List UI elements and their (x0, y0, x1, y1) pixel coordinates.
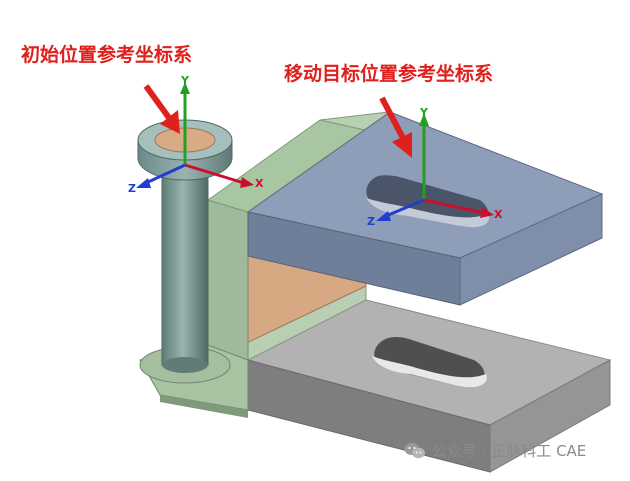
base-slot (372, 336, 487, 388)
initial-callout-arrow (143, 84, 175, 124)
watermark: 公众号 · 正脉科工 CAE (404, 440, 586, 461)
watermark-text: 公众号 · 正脉科工 CAE (432, 442, 587, 460)
initial-cs-callout: 初始位置参考坐标系 (21, 44, 193, 66)
initial-x-label: X (255, 177, 264, 190)
target-callout-arrow (379, 96, 407, 142)
initial-y-label: Y (180, 74, 190, 87)
callout-arrows (143, 84, 412, 158)
target-y-label: Y (419, 106, 429, 119)
base-plate (246, 299, 612, 473)
wechat-icon (404, 442, 426, 460)
target-coordinate-system: Y X Z (367, 106, 503, 228)
target-z-axis (385, 198, 425, 218)
target-x-label: X (494, 208, 503, 221)
pillar (139, 164, 231, 384)
initial-z-axis (145, 163, 186, 185)
initial-z-label: Z (128, 182, 136, 195)
target-z-label: Z (367, 215, 375, 228)
target-cs-callout: 移动目标位置参考坐标系 (284, 63, 494, 85)
target-x-axis (423, 198, 485, 215)
initial-coordinate-system: Y X Z (128, 74, 264, 195)
initial-x-axis (184, 163, 245, 185)
